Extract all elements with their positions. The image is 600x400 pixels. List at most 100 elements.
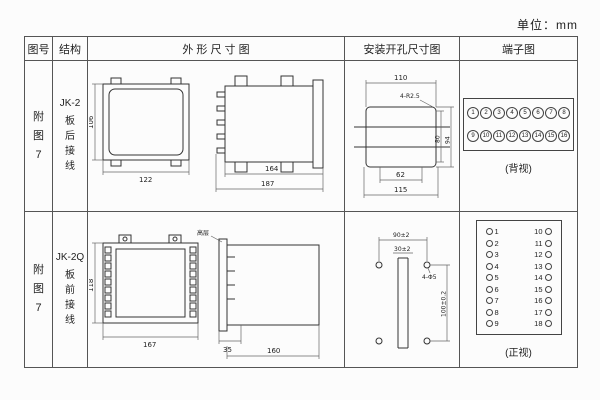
terminal-circle [485, 308, 493, 316]
wiring-char: 前 [65, 284, 75, 296]
terminal-circle [544, 297, 552, 304]
wiring-char: 线 [65, 314, 75, 326]
header-structure: 结构 [53, 37, 88, 61]
terminal-number: 16 [558, 129, 570, 142]
note-label: 高层 [197, 229, 209, 237]
terminal-number: 3 [493, 106, 505, 119]
terminal-circle [485, 297, 493, 304]
dim-corner-radius: 4-R2.5 [400, 93, 420, 100]
terminal-pair: 7 16 [485, 296, 552, 305]
terminal-circle [485, 251, 493, 258]
terminal-circle [485, 285, 493, 293]
header-outline: 外 形 尺 寸 图 [88, 37, 345, 61]
terminal-number: 7 [494, 296, 499, 305]
dim-right-outer: 94 [444, 136, 451, 144]
fig-char: 图 [33, 283, 44, 295]
dim-bottom-outer: 115 [394, 186, 407, 194]
dim-height: 106 [89, 115, 95, 129]
dim-slot-width: 30±2 [394, 246, 411, 253]
terminal-caption-front: (正视) [505, 348, 532, 359]
fig-char: 图 [33, 129, 44, 142]
wiring-char: 板 [65, 269, 75, 281]
terminal-circle [544, 228, 552, 235]
dim-hole-height: 100±0.2 [440, 291, 447, 317]
terminal-box-front-view: 1 10 2 11 3 12 4 13 [475, 220, 562, 335]
structure-row1: JK-2 板 后 接 线 [53, 61, 88, 212]
terminal-number: 8 [494, 307, 499, 317]
model-label: JK-2 [59, 98, 81, 109]
dim-depth: 160 [267, 347, 280, 355]
terminal-number: 4 [494, 261, 499, 271]
terminal-caption-rear: (背视) [505, 163, 532, 175]
terminal-number: 4 [506, 106, 518, 119]
terminal-number: 15 [534, 284, 543, 294]
dim-hole-span: 90±2 [393, 232, 410, 239]
dim-bottom-inner: 62 [396, 171, 405, 179]
terminal-row-top: 1 2 3 4 5 6 7 8 [467, 106, 570, 119]
terminal-circle [544, 262, 552, 270]
terminal-circle [485, 262, 493, 270]
front-view: 106 122 [89, 77, 189, 184]
terminal-number: 7 [545, 106, 557, 119]
terminal-number: 6 [494, 284, 499, 294]
terminal-number: 9 [467, 129, 479, 142]
fig-char: 7 [35, 148, 42, 161]
terminal-number: 9 [494, 319, 499, 328]
fig-char: 7 [35, 302, 42, 314]
fig-no-row2: 附 图 7 [25, 212, 53, 367]
terminal-pair: 3 12 [485, 250, 552, 259]
outline-drawing-jk2: 106 122 [89, 75, 323, 192]
wiring-char: 接 [65, 299, 75, 311]
terminal-pair: 1 10 [485, 227, 552, 236]
fig-char: 附 [33, 110, 44, 123]
terminal-number: 12 [534, 250, 543, 259]
terminal-number: 18 [534, 319, 543, 328]
dim-cutout-width: 110 [394, 74, 407, 82]
header-install: 安装开孔尺寸图 [345, 37, 460, 61]
terminal-number: 3 [494, 250, 499, 259]
terminal-circle [544, 274, 552, 281]
fig-no-row1: 附 图 7 [25, 61, 53, 212]
outline-drawing-jk2q: 118 167 高层 [89, 229, 319, 359]
install-drawing-jk2q: 90±2 30±2 4-Φ5 100±0.2 [375, 232, 450, 349]
terminal-number: 5 [519, 106, 531, 119]
terminal-circle [544, 308, 552, 316]
terminal-number: 17 [534, 307, 543, 317]
terminal-number: 2 [480, 106, 492, 119]
terminal-cell-row1: 1 2 3 4 5 6 7 8 9 10 11 12 13 [460, 61, 577, 212]
terminal-number: 13 [534, 261, 543, 271]
front-view: 118 167 [89, 234, 198, 349]
terminal-number: 1 [467, 106, 479, 119]
terminal-circle [485, 228, 493, 235]
terminal-number: 8 [558, 106, 570, 119]
terminal-circle [544, 320, 552, 327]
install-cell-row2: 90±2 30±2 4-Φ5 100±0.2 [345, 212, 460, 367]
install-drawing-jk2: 110 4-R2.5 80 94 62 [353, 74, 454, 198]
terminal-number: 10 [534, 227, 543, 236]
hole-pattern-view: 90±2 30±2 4-Φ5 100±0.2 [375, 232, 450, 349]
terminal-number: 6 [532, 106, 544, 119]
dim-depth-inner: 164 [265, 165, 279, 173]
dim-hole-diameter: 4-Φ5 [422, 274, 437, 281]
cutout-view: 110 4-R2.5 80 94 62 [353, 74, 454, 198]
terminal-number: 5 [494, 273, 499, 282]
terminal-pair: 4 13 [485, 261, 552, 271]
terminal-number: 2 [494, 238, 499, 248]
terminal-number: 15 [545, 129, 557, 142]
model-label: JK-2Q [55, 251, 85, 263]
unit-label: 单位：mm [517, 18, 578, 32]
side-view: 高层 35 160 [197, 229, 319, 359]
drawing-table: 图号 结构 外 形 尺 寸 图 安装开孔尺寸图 端子图 附 图 7 JK-2 板… [24, 36, 578, 368]
terminal-circle [544, 239, 552, 247]
terminal-number: 11 [534, 238, 543, 248]
terminal-number: 12 [506, 129, 518, 142]
dim-width: 122 [139, 176, 152, 184]
dim-width: 167 [143, 341, 156, 349]
dim-panel-depth: 35 [223, 346, 232, 354]
structure-row2: JK-2Q 板 前 接 线 [53, 212, 88, 367]
header-fig-no: 图号 [25, 37, 53, 61]
terminal-row-bottom: 9 10 11 12 13 14 15 16 [467, 129, 570, 142]
terminal-box-rear-view: 1 2 3 4 5 6 7 8 9 10 11 12 13 [463, 97, 574, 151]
terminal-number: 1 [494, 227, 499, 236]
side-view: 164 187 [215, 75, 323, 192]
